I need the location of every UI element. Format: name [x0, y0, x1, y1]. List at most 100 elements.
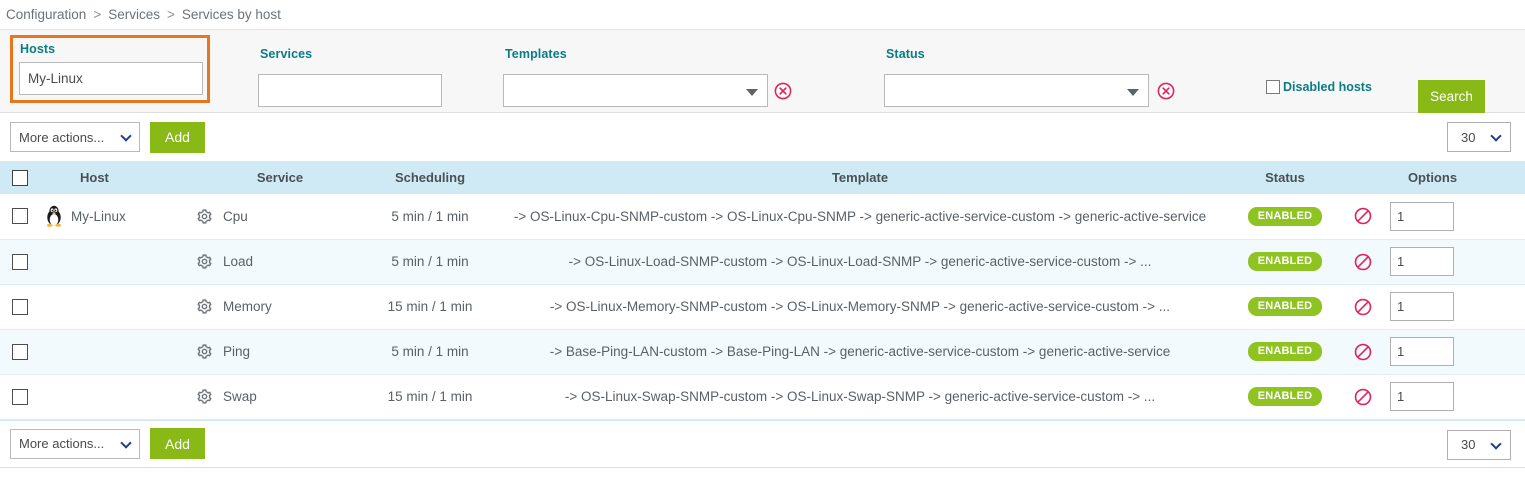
gear-icon	[196, 253, 213, 270]
options-number-input[interactable]	[1390, 292, 1454, 321]
select-all-checkbox[interactable]	[12, 169, 28, 186]
service-name[interactable]: Load	[223, 254, 254, 269]
row-select-cell	[0, 239, 40, 285]
more-actions-select-top[interactable]: More actions...	[10, 122, 140, 152]
chevron-down-icon	[120, 436, 132, 449]
page-size-select-bottom[interactable]: 30	[1447, 429, 1511, 460]
status-cell: ENABLED	[1230, 284, 1340, 330]
service-name[interactable]: Cpu	[223, 208, 248, 224]
more-actions-value: More actions...	[19, 129, 105, 145]
host-cell	[40, 329, 190, 375]
chevron-down-icon	[746, 88, 758, 96]
disable-circle-icon[interactable]	[1354, 298, 1372, 316]
templates-select[interactable]	[503, 74, 768, 107]
column-header-options[interactable]: Options	[1340, 161, 1525, 194]
table-header-row: Host Service Scheduling Template Status …	[0, 161, 1525, 194]
options-number-input[interactable]	[1390, 201, 1454, 231]
row-select-cell	[0, 329, 40, 375]
options-cell	[1340, 374, 1525, 420]
column-header-template[interactable]: Template	[490, 161, 1230, 194]
disable-circle-icon[interactable]	[1354, 207, 1372, 225]
clear-status-icon[interactable]	[1157, 82, 1175, 100]
disable-circle-icon[interactable]	[1354, 388, 1372, 406]
row-checkbox[interactable]	[12, 388, 28, 405]
service-cell: Memory	[190, 284, 370, 330]
host-name[interactable]: My-Linux	[71, 208, 126, 224]
scheduling-cell: 15 min / 1 min	[370, 374, 490, 420]
service-cell: Ping	[190, 329, 370, 375]
column-header-status[interactable]: Status	[1230, 161, 1340, 194]
clear-templates-icon[interactable]	[774, 82, 792, 100]
status-badge: ENABLED	[1247, 387, 1323, 406]
row-checkbox[interactable]	[12, 343, 28, 360]
chevron-down-icon	[120, 130, 132, 142]
add-button-bottom[interactable]: Add	[150, 428, 205, 459]
page-size-select-top[interactable]: 30	[1447, 122, 1511, 152]
more-actions-select-bottom[interactable]: More actions...	[10, 428, 140, 459]
status-cell: ENABLED	[1230, 329, 1340, 375]
toolbar-top: More actions... Add 30	[0, 113, 1525, 161]
status-cell: ENABLED	[1230, 194, 1340, 240]
disable-circle-icon[interactable]	[1354, 253, 1372, 271]
checkbox-box	[1266, 80, 1280, 94]
service-name[interactable]: Swap	[223, 389, 257, 404]
options-cell	[1340, 284, 1525, 330]
chevron-down-icon	[1490, 130, 1502, 142]
select-all-header	[0, 161, 40, 194]
chevron-down-icon	[1490, 437, 1502, 450]
status-cell: ENABLED	[1230, 239, 1340, 285]
page-size-value: 30	[1461, 129, 1476, 145]
service-cell: Load	[190, 239, 370, 285]
disabled-hosts-checkbox[interactable]: Disabled hosts	[1266, 80, 1372, 94]
disable-circle-icon[interactable]	[1354, 343, 1372, 361]
scheduling-cell: 5 min / 1 min	[370, 329, 490, 375]
column-header-scheduling[interactable]: Scheduling	[370, 161, 490, 194]
breadcrumb-separator: >	[166, 7, 175, 22]
options-cell	[1340, 194, 1525, 240]
host-cell	[40, 239, 190, 285]
filter-hosts-group: Hosts	[10, 35, 210, 103]
template-cell: -> Base-Ping-LAN-custom -> Base-Ping-LAN…	[490, 329, 1230, 375]
search-button[interactable]: Search	[1418, 80, 1485, 113]
row-checkbox[interactable]	[12, 298, 28, 315]
status-badge: ENABLED	[1247, 342, 1323, 361]
column-header-service[interactable]: Service	[190, 161, 370, 194]
host-cell: My-Linux	[40, 194, 190, 240]
breadcrumb-item-services-by-host[interactable]: Services by host	[181, 7, 281, 22]
options-number-input[interactable]	[1390, 382, 1454, 411]
hosts-input[interactable]	[19, 62, 203, 95]
filter-templates-label: Templates	[505, 47, 567, 61]
more-actions-value: More actions...	[19, 436, 105, 451]
table-row: Swap 15 min / 1 min-> OS-Linux-Swap-SNMP-…	[0, 374, 1525, 420]
row-checkbox[interactable]	[12, 253, 28, 270]
breadcrumb-item-configuration[interactable]: Configuration	[6, 7, 87, 22]
row-select-cell	[0, 374, 40, 420]
service-name[interactable]: Ping	[223, 344, 251, 359]
template-cell: -> OS-Linux-Swap-SNMP-custom -> OS-Linux…	[490, 374, 1230, 420]
template-cell: -> OS-Linux-Memory-SNMP-custom -> OS-Lin…	[490, 284, 1230, 330]
filter-templates-group: Templates	[503, 48, 768, 107]
options-number-input[interactable]	[1390, 247, 1454, 276]
service-cell: Swap	[190, 374, 370, 420]
options-number-input[interactable]	[1390, 337, 1454, 366]
host-cell	[40, 284, 190, 330]
row-select-cell	[0, 284, 40, 330]
add-button-top[interactable]: Add	[150, 121, 205, 153]
filter-bar: Hosts Services Templates Status	[0, 29, 1525, 132]
linux-penguin-icon	[44, 205, 64, 228]
breadcrumb: Configuration > Services > Services by h…	[0, 0, 1525, 29]
column-header-host[interactable]: Host	[40, 161, 190, 194]
status-badge: ENABLED	[1247, 252, 1323, 271]
service-name[interactable]: Memory	[223, 299, 272, 314]
breadcrumb-item-services[interactable]: Services	[108, 7, 160, 22]
services-input[interactable]	[258, 74, 442, 107]
row-select-cell	[0, 194, 40, 240]
page-size-value: 30	[1461, 437, 1476, 452]
scheduling-cell: 5 min / 1 min	[370, 194, 490, 240]
status-select[interactable]	[884, 74, 1149, 107]
gear-icon	[196, 208, 213, 225]
row-checkbox[interactable]	[12, 208, 28, 225]
